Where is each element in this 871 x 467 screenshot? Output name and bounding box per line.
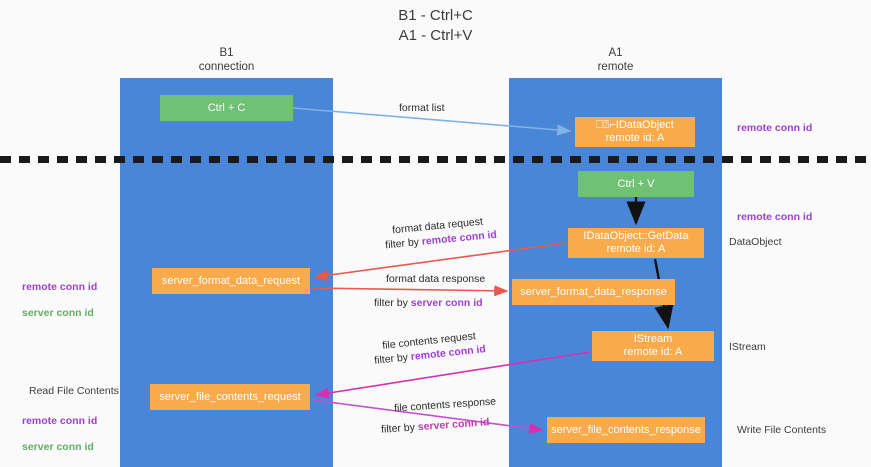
node-server-file-contents-request[interactable]: server_file_contents_request (150, 384, 310, 410)
filter-prefix-4: filter by (380, 421, 419, 436)
annotation-left-read-file-contents: Read File Contents (29, 385, 119, 397)
edge-label-format-list: format list (399, 102, 445, 114)
annotation-left-remote-conn-id-1: remote conn id (22, 281, 98, 293)
node-server-format-data-request[interactable]: server_format_data_request (152, 268, 310, 294)
node-idataobject[interactable]: ⎕⍰⌐IDataObject remote id: A (575, 117, 695, 147)
filter-prefix-1: filter by (384, 235, 423, 252)
edge-file-contents-request (314, 351, 591, 399)
swimlane-a1-heading: A1 remote (597, 47, 634, 73)
node-idataobject-getdata[interactable]: IDataObject::GetData remote id: A (568, 228, 704, 258)
node-server-file-contents-response[interactable]: server_file_contents_response (547, 417, 705, 443)
filter-value-server-conn-id-1: server conn id (410, 297, 483, 309)
annotation-left-remote-conn-id-2: remote conn id (22, 415, 98, 427)
annotation-right-istream: IStream (729, 341, 766, 353)
annotation-left-server-conn-id-1: server conn id (22, 307, 94, 319)
diagram-title: B1 - Ctrl+C A1 - Ctrl+V (398, 7, 473, 44)
swimlane-b1-heading: B1 connection (198, 47, 255, 73)
node-istream[interactable]: IStream remote id: A (592, 331, 714, 361)
node-ctrl-c[interactable]: Ctrl + C (160, 95, 293, 121)
node-ctrl-v[interactable]: Ctrl + V (578, 171, 694, 197)
phase-divider (0, 156, 871, 163)
edge-format-list (292, 107, 572, 136)
edge-label-filter-by-server-conn-id-1: filter by server conn id (374, 296, 483, 310)
annotation-left-conn-ids-2: remote conn id server conn id (22, 402, 97, 467)
node-server-format-data-response[interactable]: server_format_data_response (512, 279, 675, 305)
annotation-right-dataobject: DataObject (729, 236, 782, 248)
annotation-right-remote-conn-id-2: remote conn id (737, 211, 813, 223)
edge-label-format-data-response: format data response (386, 273, 486, 285)
filter-prefix-2: filter by (374, 297, 411, 309)
edge-file-contents-response (312, 399, 544, 434)
filter-prefix-3: filter by (373, 351, 412, 367)
annotation-left-server-conn-id-2: server conn id (22, 441, 94, 453)
edge-format-data-response (311, 285, 509, 297)
annotation-right-write-file-contents: Write File Contents (737, 424, 827, 436)
annotation-left-conn-ids-1: remote conn id server conn id (22, 268, 97, 333)
edge-format-data-request (313, 242, 567, 281)
annotation-right-remote-conn-id-1: remote conn id (737, 122, 813, 134)
